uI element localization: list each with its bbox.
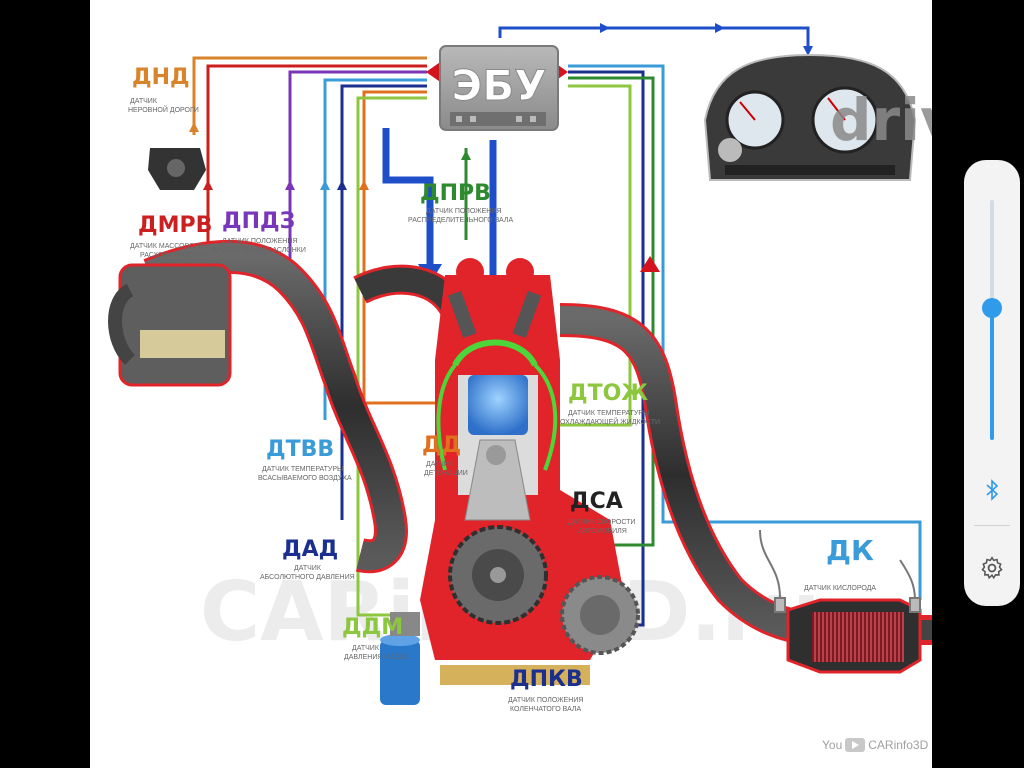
engine-sensor-diagram: CARinfo3D.ru <box>108 23 932 713</box>
label-ddm: ДДМ ДАТЧИК ДАВЛЕНИЯ МАСЛА <box>342 615 409 661</box>
label-dtvv: ДТВВ ДАТЧИК ТЕМПЕРАТУРЫ ВСАСЫВАЕМОГО ВОЗД… <box>258 437 352 482</box>
svg-text:ДТВВ: ДТВВ <box>266 437 334 462</box>
credit-channel: CARinfo3D <box>868 738 929 752</box>
oxygen-sensor-probes <box>759 529 921 613</box>
svg-text:ДПДЗ: ДПДЗ <box>222 209 295 234</box>
catalytic-converter <box>786 598 922 674</box>
panel-divider <box>974 525 1010 526</box>
svg-text:ДАТЧИК: ДАТЧИК <box>130 98 158 105</box>
bluetooth-icon[interactable] <box>980 478 1004 502</box>
label-dk: ДК ДАТЧИК КИСЛОРОДА <box>804 534 876 592</box>
svg-text:ДМРВ: ДМРВ <box>138 213 212 238</box>
diagram-stage: CARinfo3D.ru <box>90 0 932 768</box>
svg-text:ДПРВ: ДПРВ <box>420 181 491 206</box>
wire-arrowheads <box>189 23 813 190</box>
volume-fill <box>990 308 994 440</box>
wire-dnd <box>192 56 427 135</box>
ecu-title: ЭБУ <box>451 61 546 110</box>
svg-text:ДАТЧИК ТЕМПЕРАТУРЫ: ДАТЧИК ТЕМПЕРАТУРЫ <box>568 410 649 417</box>
watermark-corner: drive.bg <box>830 86 932 154</box>
svg-text:ДТОЖ: ДТОЖ <box>568 381 648 406</box>
svg-text:ДК: ДК <box>826 534 874 567</box>
svg-text:ДНД: ДНД <box>132 65 190 90</box>
speed-sensor-gear <box>560 575 640 655</box>
wire-dd <box>362 90 436 405</box>
svg-text:ВСАСЫВАЕМОГО ВОЗДУХА: ВСАСЫВАЕМОГО ВОЗДУХА <box>258 475 352 482</box>
svg-text:ДСА: ДСА <box>570 489 623 514</box>
wire-dashboard <box>498 26 810 48</box>
volume-slider-thumb[interactable] <box>982 298 1002 318</box>
engine-block <box>420 258 625 685</box>
ecu-unit: ЭБУ <box>439 45 559 131</box>
youtube-logo-icon <box>845 738 866 752</box>
svg-text:ДАТЧИК ПОЛОЖЕНИЯ: ДАТЧИК ПОЛОЖЕНИЯ <box>222 238 297 245</box>
air-filter <box>108 263 232 387</box>
svg-text:ДАТЧИК МАССОВОГО: ДАТЧИК МАССОВОГО <box>130 243 204 250</box>
svg-text:ДАТЧИК: ДАТЧИК <box>426 461 454 468</box>
road-sensor-device <box>148 148 206 190</box>
svg-text:ДАТЧИК КИСЛОРОДА: ДАТЧИК КИСЛОРОДА <box>804 585 876 592</box>
svg-text:ОХЛАЖДАЮЩЕЙ ЖИДКОСТИ: ОХЛАЖДАЮЩЕЙ ЖИДКОСТИ <box>560 417 660 426</box>
instrument-cluster <box>703 53 917 181</box>
svg-text:ДЕТОНАЦИИ: ДЕТОНАЦИИ <box>424 470 468 477</box>
svg-text:ДАТЧИК: ДАТЧИК <box>352 645 380 652</box>
label-dmrv: ДМРВ ДАТЧИК МАССОВОГО РАСХОДА ВОЗДУХА <box>130 213 212 259</box>
intake-pipe <box>143 239 469 574</box>
svg-text:ДРОССЕЛЬНОЙ ЗАСЛОНКИ: ДРОССЕЛЬНОЙ ЗАСЛОНКИ <box>212 245 306 254</box>
wire-dtozh <box>550 84 632 427</box>
label-dsa: ДСА ДАТЧИК СКОРОСТИ АВТОМОБИЛЯ <box>568 489 635 535</box>
svg-text:ДПКВ: ДПКВ <box>510 667 583 692</box>
svg-text:ДАД: ДАД <box>282 537 338 562</box>
volume-panel <box>964 160 1020 606</box>
video-credit: You CARinfo3D <box>822 738 928 752</box>
svg-text:АВТОМОБИЛЯ: АВТОМОБИЛЯ <box>578 528 627 535</box>
svg-text:ДД: ДД <box>422 433 461 458</box>
wire-dpdz <box>288 70 427 300</box>
svg-text:РАСПРЕДЕЛИТЕЛЬНОГО ВАЛА: РАСПРЕДЕЛИТЕЛЬНОГО ВАЛА <box>408 217 513 224</box>
svg-text:ДАТЧИК ПОЛОЖЕНИЯ: ДАТЧИК ПОЛОЖЕНИЯ <box>508 697 583 704</box>
credit-you: You <box>822 738 843 752</box>
svg-text:ДАТЧИК ПОЛОЖЕНИЯ: ДАТЧИК ПОЛОЖЕНИЯ <box>426 208 501 215</box>
svg-text:НЕРОВНОЙ ДОРОГИ: НЕРОВНОЙ ДОРОГИ <box>128 105 199 114</box>
arrow-up-right <box>640 256 660 272</box>
wire-dmrv <box>206 64 427 265</box>
svg-text:РАСХОДА ВОЗДУХА: РАСХОДА ВОЗДУХА <box>140 252 208 259</box>
label-dad: ДАД ДАТЧИК АБСОЛЮТНОГО ДАВЛЕНИЯ <box>260 537 355 581</box>
wire-ddm <box>356 96 427 617</box>
label-dprv: ДПРВ ДАТЧИК ПОЛОЖЕНИЯ РАСПРЕДЕЛИТЕЛЬНОГО … <box>408 181 513 224</box>
svg-text:КОЛЕНЧАТОГО ВАЛА: КОЛЕНЧАТОГО ВАЛА <box>510 706 582 713</box>
oil-pressure-sensor <box>380 612 420 705</box>
svg-text:ДДМ: ДДМ <box>342 615 403 640</box>
svg-text:АБСОЛЮТНОГО ДАВЛЕНИЯ: АБСОЛЮТНОГО ДАВЛЕНИЯ <box>260 574 355 581</box>
svg-text:ДАТЧИК СКОРОСТИ: ДАТЧИК СКОРОСТИ <box>568 519 635 526</box>
wire-dk <box>568 64 922 600</box>
svg-text:ДАВЛЕНИЯ МАСЛА: ДАВЛЕНИЯ МАСЛА <box>344 654 409 661</box>
label-dd: ДД ДАТЧИК ДЕТОНАЦИИ <box>422 433 468 477</box>
wire-dsa <box>568 76 655 547</box>
svg-text:ДАТЧИК: ДАТЧИК <box>294 565 322 572</box>
gear-icon[interactable] <box>979 555 1005 581</box>
svg-text:ДАТЧИК ТЕМПЕРАТУРЫ: ДАТЧИК ТЕМПЕРАТУРЫ <box>262 466 343 473</box>
label-dpkv: ДПКВ ДАТЧИК ПОЛОЖЕНИЯ КОЛЕНЧАТОГО ВАЛА <box>508 667 583 713</box>
